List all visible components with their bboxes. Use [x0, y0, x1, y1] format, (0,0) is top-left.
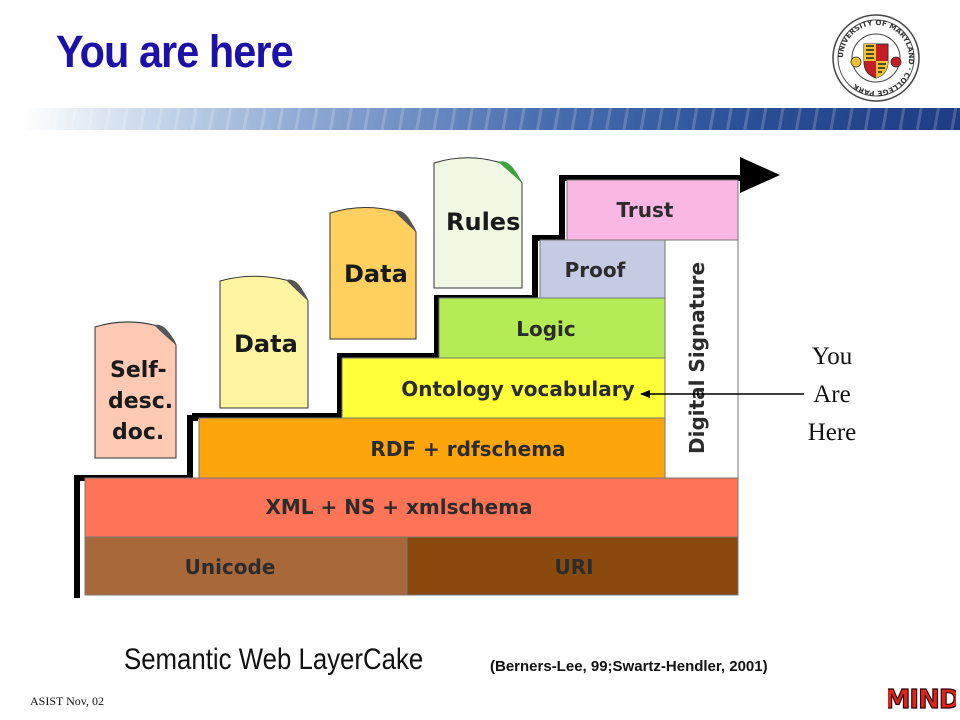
document-label: Rules [446, 208, 520, 236]
you-are-here-line: You [811, 343, 853, 370]
document-label: Data [234, 330, 298, 358]
document-data-1 [219, 275, 309, 409]
diagram-caption: Semantic Web LayerCake (Berners-Lee, 99;… [124, 643, 768, 677]
layer-label-trust: Trust [616, 198, 673, 222]
you-are-here-label: You Are Here [796, 338, 868, 452]
staircase-outline [74, 175, 742, 598]
mind-logo: MIND [888, 684, 956, 715]
document-label: Self- [110, 358, 167, 383]
title-banner [22, 108, 960, 130]
university-seal: UNIVERSITY OF MARYLAND · COLLEGE PARK [832, 14, 920, 102]
document-rules [433, 157, 523, 289]
you-are-here-line: Are [813, 381, 851, 408]
layer-label-digital-signature: Digital Signature [685, 262, 709, 454]
document-label: Data [344, 260, 408, 288]
caption-citation: (Berners-Lee, 99;Swartz-Hendler, 2001) [490, 658, 768, 675]
mind-logo-text: MIND [888, 685, 956, 715]
layer-label-logic: Logic [516, 317, 576, 341]
layer-label-ontology: Ontology vocabulary [401, 377, 634, 401]
layer-label-unicode: Unicode [185, 555, 276, 579]
layer-label-rdf: RDF + rdfschema [370, 437, 565, 461]
you-are-here-line: Here [807, 419, 857, 446]
slide-title: You are here [56, 26, 294, 77]
document-self-desc [94, 321, 177, 459]
document-data-2 [329, 206, 417, 340]
layer-label-proof: Proof [565, 258, 626, 282]
layer-label-uri: URI [554, 555, 593, 579]
document-label: desc. [108, 389, 173, 414]
layer-label-xml: XML + NS + xmlschema [265, 495, 532, 519]
caption-title: Semantic Web LayerCake [124, 643, 424, 676]
footer-text: ASIST Nov, 02 [30, 694, 105, 708]
staircase-arrowhead [740, 157, 780, 193]
document-label: doc. [112, 420, 164, 445]
